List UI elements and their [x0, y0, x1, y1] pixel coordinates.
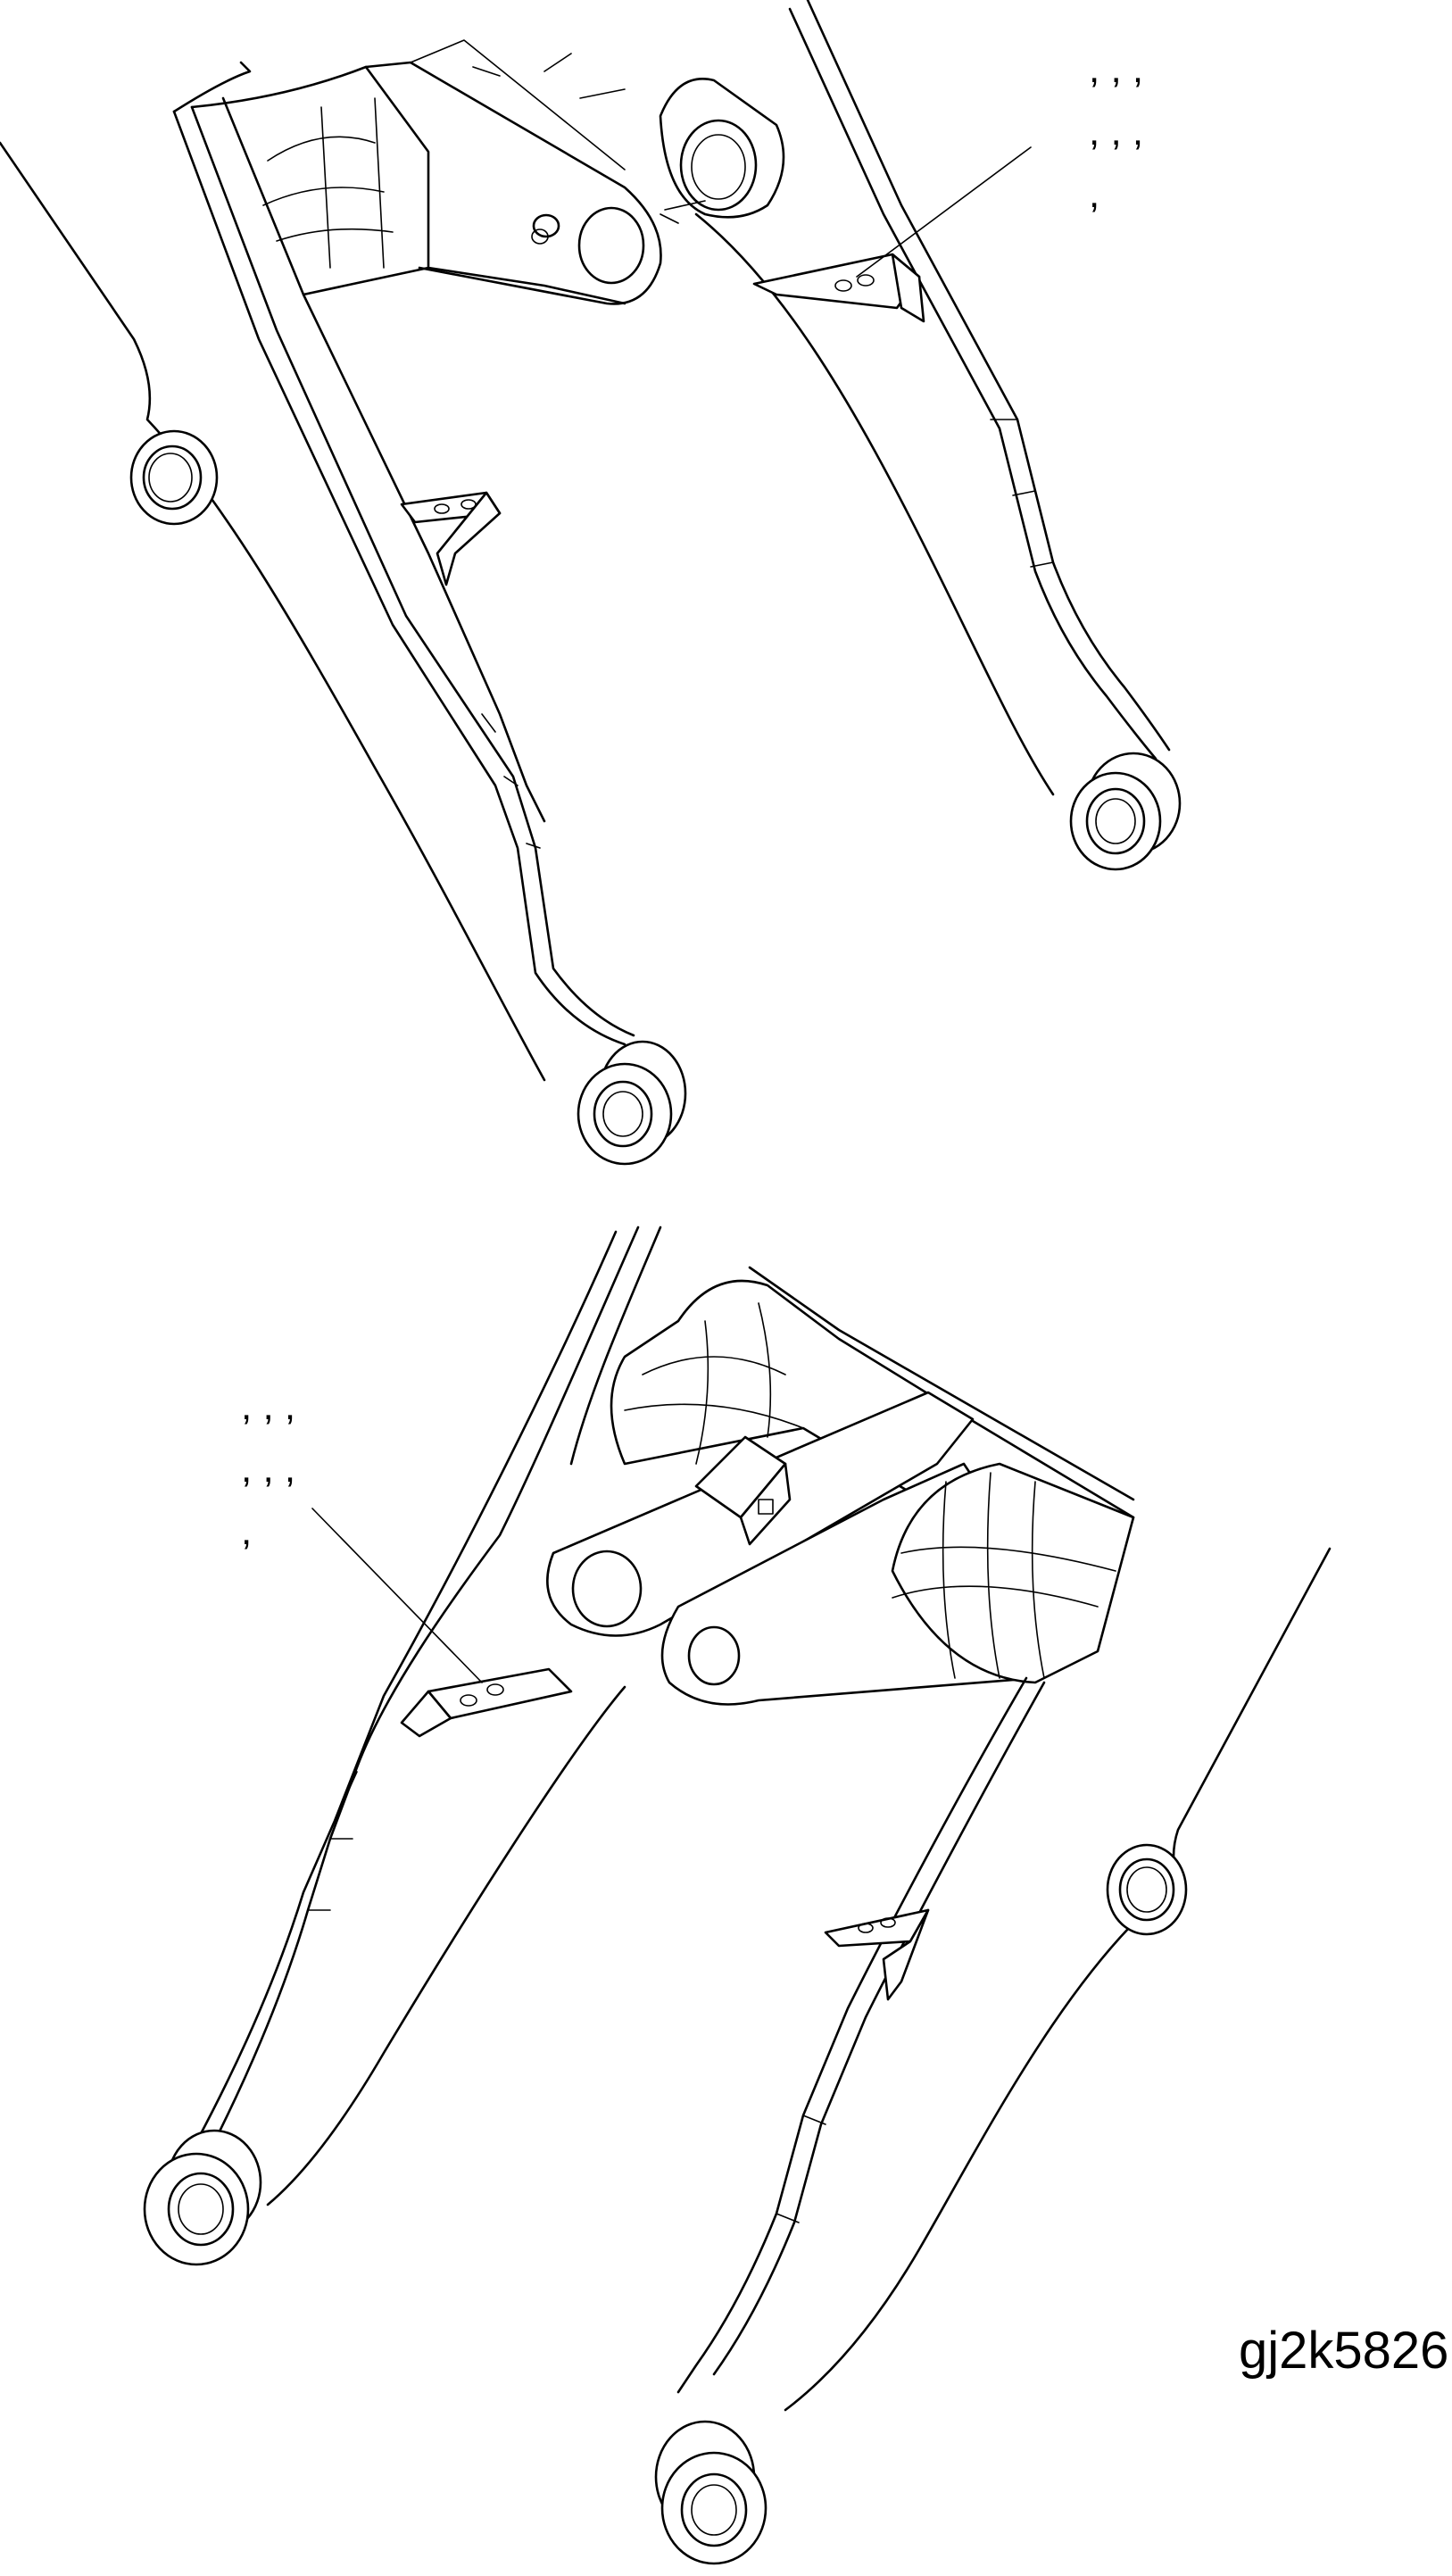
top-callout-line-2: , , ,: [1089, 110, 1143, 154]
bottom-left-mounting-bracket: [400, 1667, 573, 1738]
bottom-left-arm-inner-edge: [212, 1226, 640, 2144]
bottom-right-arm-edge-b: [712, 1681, 1046, 2376]
drawing-number: gj2k5826: [1239, 2322, 1449, 2380]
top-link-plate-hole: [577, 206, 645, 285]
bottom-callout-leader: [311, 1508, 483, 1683]
left-arm-outer-edge: [0, 141, 546, 1082]
left-boom-back-edge: [221, 96, 546, 823]
left-boom-front-edge: [172, 110, 626, 1046]
top-callout-line-1: , , ,: [1089, 47, 1143, 91]
top-callout-leader: [856, 146, 1032, 278]
right-boom-lower-pin-boss: [1069, 752, 1182, 871]
top-cross-tube: [172, 61, 626, 305]
bottom-right-tube-section: [891, 1462, 1135, 1684]
left-arm-pin-boss: [129, 429, 219, 526]
separate-bushing: [659, 78, 785, 224]
bottom-right-arm-mid-pin-boss: [1106, 1843, 1188, 1936]
bottom-right-arm-edge-a: [676, 1676, 1028, 2394]
bottom-upper-link-plate-hole: [571, 1550, 643, 1628]
right-boom-back-edge: [788, 7, 1157, 760]
top-left-mounting-bracket: [400, 491, 502, 586]
bottom-left-arm-lower-pin-boss: [143, 2129, 262, 2266]
bottom-right-arm-lower-pin-boss: [654, 2420, 767, 2565]
bottom-lift-arm-assembly: , , , , , , ,: [143, 1226, 1332, 2565]
right-boom-inner-edge: [806, 0, 1171, 752]
top-link-plate: [364, 61, 662, 305]
bottom-lower-link-plate-hole: [687, 1625, 741, 1686]
left-boom-inner-edge: [190, 105, 635, 1037]
left-boom-lower-pin-boss: [577, 1040, 687, 1166]
bottom-left-arm-back-edge: [266, 1226, 662, 2206]
bottom-callout-line-2: , , ,: [241, 1447, 295, 1491]
grease-fitting: [531, 213, 560, 245]
hydraulic-block: [694, 1435, 792, 1546]
bottom-callout-line-3: ,: [241, 1509, 252, 1553]
bottom-right-mounting-bracket: [824, 1908, 930, 2001]
bottom-callout-line-1: , , ,: [241, 1384, 295, 1428]
top-lift-arm-assembly: , , , , , , ,: [0, 0, 1182, 1166]
bottom-left-arm-outer-edge: [163, 1230, 618, 2198]
top-right-mounting-bracket: [752, 253, 925, 323]
top-callout-line-3: ,: [1089, 172, 1099, 216]
